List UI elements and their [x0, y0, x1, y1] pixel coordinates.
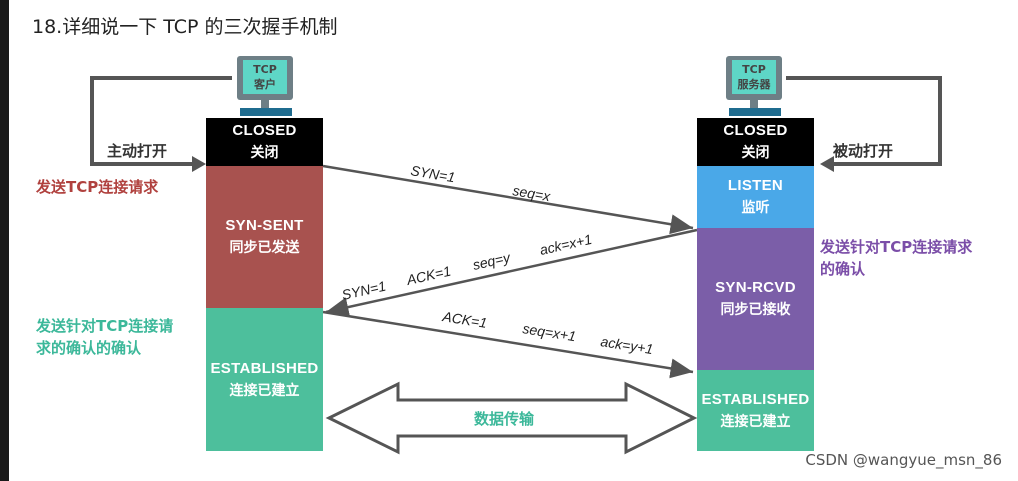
client-computer-label-1: TCP — [253, 63, 277, 76]
server-listen-zh: 监听 — [741, 200, 770, 216]
server-closed-zh: 关闭 — [741, 145, 770, 161]
client-send-request-note: 发送TCP连接请求 — [36, 178, 159, 196]
client-computer-label-2: 客户 — [253, 77, 276, 91]
client-open-loop — [90, 76, 232, 172]
server-listen-en: LISTEN — [727, 177, 784, 194]
server-established-state: ESTABLISHED 连接已建立 — [697, 370, 814, 451]
server-established-zh: 连接已建立 — [720, 413, 791, 430]
m1-syn-label: SYN=1 — [410, 162, 457, 185]
server-syn-rcvd-state: SYN-RCVD 同步已接收 — [697, 228, 814, 370]
server-ack-note: 发送针对TCP连接请求 的确认 — [820, 236, 972, 280]
server-syn-rcvd-zh: 同步已接收 — [720, 302, 791, 318]
client-computer-icon: TCP 客户 — [237, 56, 293, 116]
server-closed-en: CLOSED — [723, 122, 788, 139]
server-closed-state: CLOSED 关闭 — [697, 118, 814, 166]
server-computer-label-2: 服务器 — [738, 77, 772, 91]
watermark: CSDN @wangyue_msn_86 — [805, 451, 1002, 469]
syn-ack-arrow — [325, 228, 698, 317]
client-ack-note: 发送针对TCP连接请 求的确认的确认 — [36, 315, 173, 359]
client-ack-note-line1: 发送针对TCP连接请 — [36, 317, 174, 335]
passive-open-label: 被动打开 — [833, 142, 894, 160]
m1-seq-label: seq=x — [512, 182, 553, 204]
server-computer-label-1: TCP — [742, 63, 766, 76]
server-established-en: ESTABLISHED — [701, 390, 810, 408]
data-transfer-label: 数据传输 — [474, 410, 535, 428]
m2-seq-label: seq=y — [471, 249, 512, 273]
syn-arrow — [322, 164, 694, 235]
client-ack-note-line2: 求的确认的确认 — [36, 339, 142, 357]
m3-ack-label: ACK=1 — [441, 308, 489, 331]
server-ack-note-line1: 发送针对TCP连接请求 — [820, 238, 973, 256]
client-established-state: ESTABLISHED 连接已建立 — [206, 308, 323, 451]
server-ack-note-line2: 的确认 — [820, 260, 866, 278]
client-syn-sent-zh: 同步已发送 — [229, 240, 300, 256]
client-syn-sent-state: SYN-SENT 同步已发送 — [206, 166, 323, 308]
m3-seq-label: seq=x+1 — [522, 320, 578, 344]
data-transfer-arrow — [325, 381, 698, 455]
client-closed-state: CLOSED 关闭 — [206, 118, 323, 166]
client-syn-sent-en: SYN-SENT — [225, 217, 304, 234]
page-title: 18.详细说一下 TCP 的三次握手机制 — [32, 16, 338, 38]
m3-ackno-label: ack=y+1 — [600, 333, 655, 357]
active-open-label: 主动打开 — [107, 142, 168, 160]
client-established-en: ESTABLISHED — [210, 359, 319, 377]
client-closed-zh: 关闭 — [250, 145, 279, 161]
client-established-zh: 连接已建立 — [229, 382, 300, 399]
server-listen-state: LISTEN 监听 — [697, 166, 814, 228]
ack-arrow — [322, 310, 694, 379]
server-computer-icon: TCP 服务器 — [726, 56, 782, 116]
m2-ack-label: ACK=1 — [404, 263, 452, 289]
left-edge-bar — [0, 0, 9, 481]
client-closed-en: CLOSED — [232, 122, 297, 139]
server-syn-rcvd-en: SYN-RCVD — [715, 279, 796, 296]
server-open-loop — [786, 76, 942, 172]
